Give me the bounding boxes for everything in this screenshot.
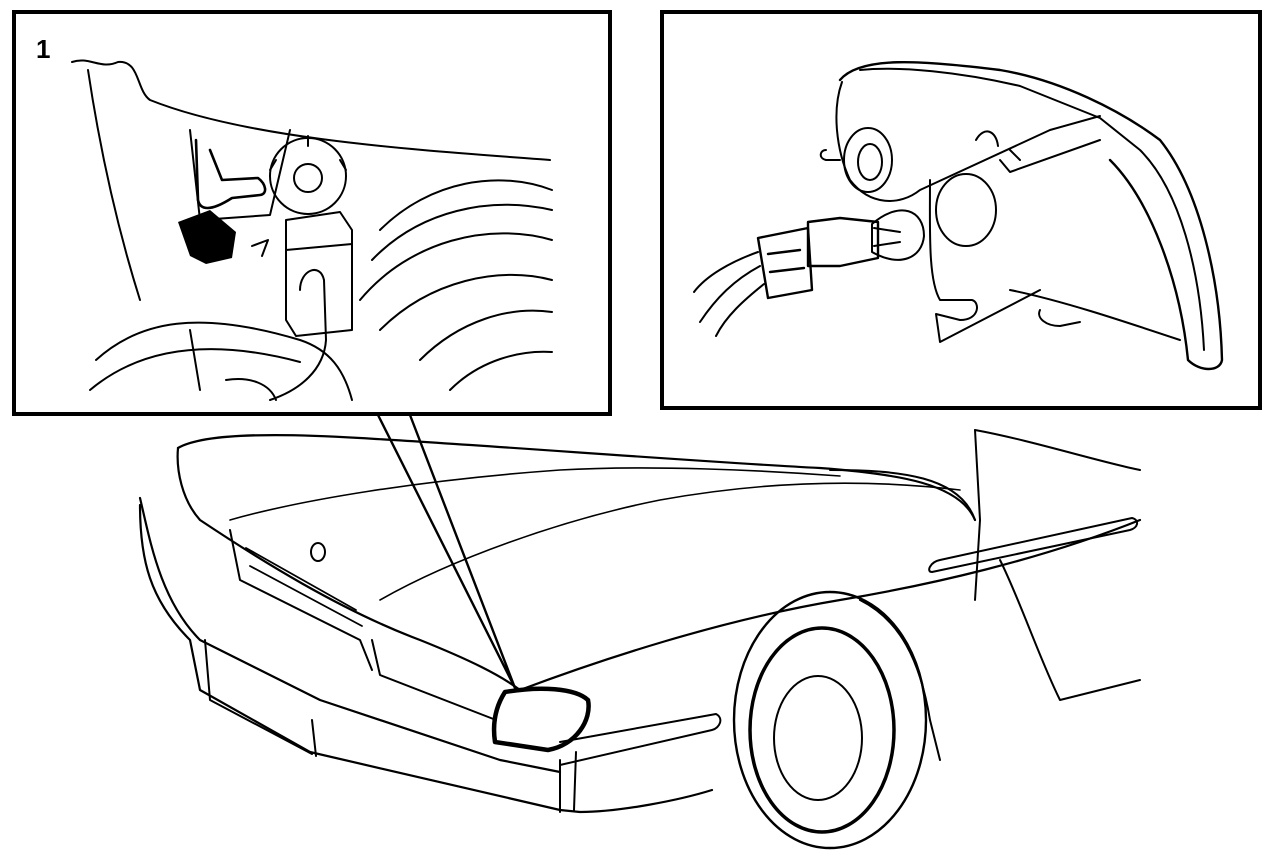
indicator-reflector: [935, 173, 997, 247]
wiring-harness: [89, 321, 353, 401]
hood-crease: [229, 467, 841, 521]
headlamp-reflector-inner: [857, 143, 883, 181]
callout-label-1: 1: [36, 34, 51, 64]
wheel-arch: [732, 590, 928, 850]
spring-clip-arm: [975, 130, 1101, 173]
detail-panel-2: [660, 10, 1262, 410]
grille-lower: [371, 639, 497, 721]
detail-panel-1: [12, 10, 612, 416]
fender-inner-edge: [71, 59, 551, 161]
bulb-socket: [806, 216, 880, 268]
hood-outline: [176, 433, 977, 522]
front-indicator-lamp: [491, 686, 591, 753]
harness-branch: [189, 329, 277, 401]
bumper-end: [559, 751, 577, 813]
headlamp-reflector: [843, 127, 893, 193]
lamp-lens-edge: [859, 67, 1205, 351]
wheel-rim: [773, 675, 863, 801]
washer-nozzle: [310, 542, 326, 562]
hood-front-edge: [176, 446, 522, 692]
panel-edge: [87, 69, 141, 301]
front-panel: [138, 496, 562, 774]
side-trim: [928, 517, 1138, 573]
socket-lugs: [269, 135, 347, 171]
detail-leader-line: [376, 413, 517, 690]
lamp-body-lower: [1009, 289, 1181, 341]
direction-arrow: [178, 210, 236, 264]
bulb-socket-center: [293, 163, 323, 193]
front-bumper: [138, 503, 714, 814]
bumper-lower-lip: [204, 639, 317, 757]
lamp-housing-outer: [838, 60, 1224, 371]
connector-block: [285, 211, 353, 337]
indicator-bulb: [871, 209, 925, 261]
detail-panel-2-frame: [660, 10, 1262, 410]
windshield-edge: [829, 429, 1141, 521]
mounting-lug: [819, 149, 841, 161]
headlamp-housing-back: [189, 129, 291, 221]
inner-wheel-arch-arcs: [359, 179, 553, 391]
fender-line: [518, 518, 1142, 692]
connector-wires: [693, 251, 765, 337]
hood-crease-2: [379, 482, 961, 601]
retaining-spring-clip: [928, 179, 1041, 343]
a-pillar: [974, 429, 981, 601]
small-clip: [251, 239, 269, 257]
grille-top: [229, 529, 373, 671]
grille-slat: [245, 547, 363, 627]
body-side-lower: [859, 559, 1141, 761]
car-front-view: [138, 429, 1142, 850]
technician-hand: [269, 268, 327, 401]
tire: [748, 626, 896, 834]
wiring-connector: [756, 226, 814, 300]
bumper-strip: [559, 713, 722, 766]
mounting-lug-lower: [1038, 309, 1081, 327]
wiring-loop: [194, 138, 267, 210]
